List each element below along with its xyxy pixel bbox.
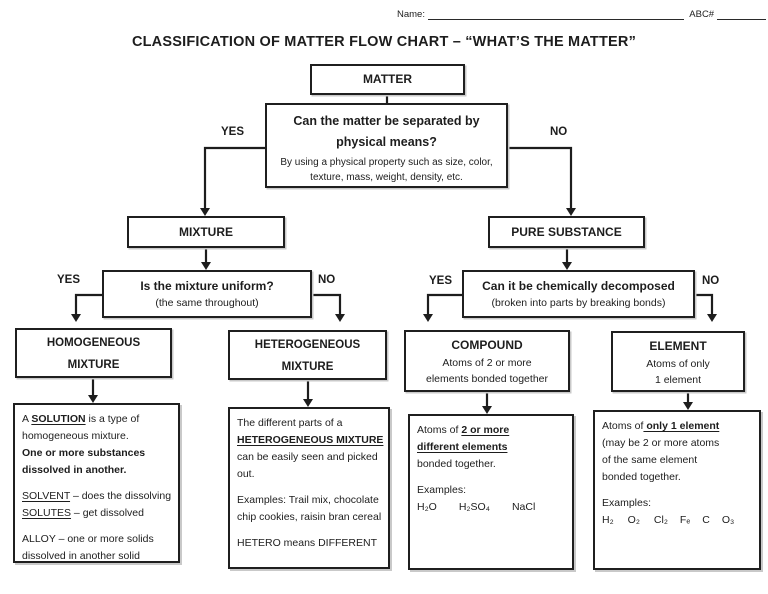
chemical-formula: C: [702, 514, 710, 526]
connector-heterogeneous-note: [303, 380, 313, 407]
chemical-formula: H₂: [602, 514, 614, 526]
compound-node: COMPOUND Atoms of 2 or more elements bon…: [404, 330, 570, 392]
connector-q2b-yes: [423, 293, 462, 322]
text-line: Examples:: [602, 497, 652, 509]
mixture-label: MIXTURE: [179, 225, 233, 239]
text-line: Atoms of only 1 element: [602, 420, 720, 432]
text-line: SOLUTES – get dissolved: [22, 507, 144, 519]
text-line: dissolved in another solid: [22, 550, 140, 562]
connector-compound-note: [482, 392, 492, 414]
matter-node: MATTER: [310, 64, 465, 95]
pure-substance-label: PURE SUBSTANCE: [511, 225, 622, 239]
connector-q2b-no: [695, 293, 717, 322]
connector-q2a-no: [312, 293, 345, 322]
compound-note-box: Atoms of 2 or more different elements bo…: [408, 414, 574, 570]
abc-label: ABC#: [689, 9, 715, 20]
chemical-formula: Cl₂: [653, 514, 668, 526]
text-line: dissolved in another.: [22, 464, 127, 476]
chemical-formula: H₂O: [417, 501, 437, 513]
question-text: physical means?: [336, 135, 437, 149]
chemical-formula: NaCl: [511, 501, 536, 513]
category-desc: Atoms of only: [646, 358, 710, 370]
pure-substance-node: PURE SUBSTANCE: [488, 216, 645, 248]
connector-pure-to-q2b: [562, 248, 572, 270]
text-line: ALLOY – one or more solids: [22, 533, 154, 545]
text-line: homogeneous mixture.: [22, 430, 129, 442]
text-line: SOLVENT – does the dissolving: [22, 490, 172, 502]
name-header: Name: ABC#: [397, 9, 766, 20]
matter-label: MATTER: [362, 72, 413, 86]
text-line: chip cookies, raisin bran cereal: [237, 511, 382, 523]
category-desc: elements bonded together: [425, 373, 548, 385]
q1-yes-label: YES: [221, 126, 245, 138]
q1-no-label: NO: [550, 126, 568, 138]
text-line: HETEROGENEOUS MIXTURE: [237, 434, 384, 446]
q2a-yes-label: YES: [57, 274, 81, 286]
heterogeneous-mixture-node: HETEROGENEOUS MIXTURE: [228, 330, 387, 380]
text-line: HETERO means DIFFERENT: [237, 537, 378, 549]
homogeneous-mixture-node: HOMOGENEOUS MIXTURE: [15, 328, 172, 378]
question-subtext: (broken into parts by breaking bonds): [491, 297, 666, 309]
page-title: CLASSIFICATION OF MATTER FLOW CHART – “W…: [131, 34, 637, 50]
text-line: different elements: [417, 441, 508, 453]
q2b-decompose-box: Can it be chemically decomposed (broken …: [462, 270, 695, 318]
chemical-formula: H₂SO₄: [458, 501, 490, 513]
abc-blank-line: [716, 9, 766, 20]
category-label: MIXTURE: [281, 361, 334, 373]
text-line: bonded together.: [602, 471, 681, 483]
text-line: bonded together.: [417, 458, 496, 470]
q2b-no-label: NO: [702, 275, 720, 287]
category-label: MIXTURE: [67, 359, 120, 371]
solution-note-box: A SOLUTION is a type of homogeneous mixt…: [13, 403, 180, 563]
element-node: ELEMENT Atoms of only 1 element: [611, 331, 745, 392]
category-desc: 1 element: [654, 374, 702, 386]
question-subtext: (the same throughout): [155, 297, 259, 309]
connector-q2a-yes: [71, 293, 102, 322]
text-line: (may be 2 or more atoms: [602, 437, 720, 449]
category-label: HETEROGENEOUS: [254, 339, 361, 351]
formula-line: H₂ O₂ Cl₂ Fₑ C O₃: [602, 512, 753, 529]
q2b-yes-label: YES: [429, 275, 453, 287]
mixture-node: MIXTURE: [127, 216, 285, 248]
category-label: COMPOUND: [451, 338, 523, 352]
chemical-formula: O₃: [721, 514, 735, 526]
connector-mixture-to-q2a: [201, 248, 211, 270]
name-label: Name:: [397, 9, 425, 20]
formula-line: H₂O H₂SO₄ NaCl: [417, 499, 566, 516]
text-line: The different parts of a: [237, 417, 343, 429]
text-line: One or more substances: [22, 447, 146, 459]
text-line: Atoms of 2 or more: [417, 424, 510, 436]
text-line: A SOLUTION is a type of: [22, 413, 140, 425]
name-blank-line: [427, 9, 684, 20]
text-line: Examples:: [417, 484, 467, 496]
text-line: Examples: Trail mix, chocolate: [237, 494, 379, 506]
heterogeneous-note-box: The different parts of a HETEROGENEOUS M…: [228, 407, 390, 569]
chemical-formula: O₂: [627, 514, 640, 526]
category-desc: Atoms of 2 or more: [442, 357, 532, 369]
connector-q1-no: [508, 146, 576, 216]
category-label: ELEMENT: [649, 339, 707, 353]
connector-homogeneous-note: [88, 378, 98, 403]
text-line: out.: [237, 468, 255, 480]
question-subtext: texture, mass, weight, density, etc.: [310, 172, 463, 183]
q2a-uniform-box: Is the mixture uniform? (the same throug…: [102, 270, 312, 318]
question-text: Can the matter be separated by: [293, 114, 480, 128]
question-text: Can it be chemically decomposed: [482, 279, 675, 293]
connector-element-note: [683, 392, 693, 410]
chemical-formula: Fₑ: [679, 514, 691, 526]
text-line: can be easily seen and picked: [237, 451, 378, 463]
category-label: HOMOGENEOUS: [46, 337, 141, 349]
question-text: Is the mixture uniform?: [140, 279, 274, 293]
q1-physical-separation-box: Can the matter be separated by physical …: [265, 103, 508, 188]
question-subtext: By using a physical property such as siz…: [280, 157, 493, 168]
text-line: of the same element: [602, 454, 698, 466]
q2a-no-label: NO: [318, 274, 336, 286]
connector-q1-yes: [200, 146, 265, 216]
element-note-box: Atoms of only 1 element (may be 2 or mor…: [593, 410, 761, 570]
